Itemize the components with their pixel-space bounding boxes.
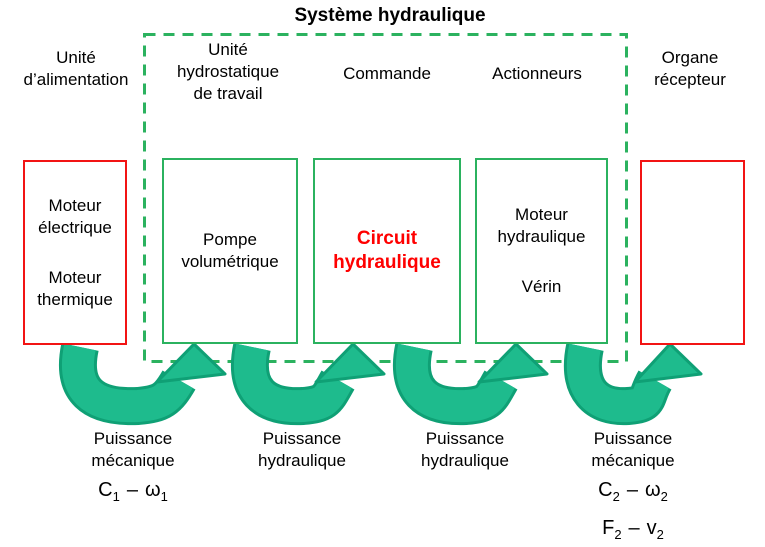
formula-symbol: C (598, 479, 613, 501)
power-label-hydraulique-2: Puissance hydraulique (385, 428, 545, 472)
column-label-commande: Commande (343, 64, 431, 83)
formula-subscript: 2 (612, 489, 620, 504)
formula-symbol: ω (144, 479, 161, 501)
power-label-text: Puissance mécanique (591, 429, 675, 470)
power-formula: F2–v2 (553, 515, 713, 547)
power-flow-arrow-3 (393, 342, 549, 426)
formula-subscript: 2 (656, 527, 664, 542)
formula-subscript: 1 (112, 489, 120, 504)
power-formula: C2–ω2 (553, 477, 713, 510)
diagram-title: Système hydraulique (294, 5, 486, 26)
power-label-mecanique-1: Puissance mécanique C1–ω1 (53, 428, 213, 510)
column-label-unite-alimentation: Unité d’alimentation (23, 48, 129, 89)
formula-separator: – (626, 479, 638, 501)
box-text: Vérin (521, 277, 562, 296)
power-label-text: Puissance mécanique (91, 429, 175, 470)
power-flow-arrow-4 (563, 342, 703, 426)
formula-subscript: 2 (660, 489, 668, 504)
column-label-unite-hydrostatique: Unité hydrostatique de travail (176, 40, 280, 103)
box-organe-recepteur (640, 160, 745, 345)
column-label-organe-recepteur: Organe récepteur (654, 48, 726, 89)
box-text-emphasis: Circuit hydraulique (333, 228, 441, 273)
power-flow-arrow-1 (59, 342, 227, 426)
power-label-hydraulique-1: Puissance hydraulique (222, 428, 382, 472)
formula-subscript: 2 (614, 527, 622, 542)
box-circuit-hydraulique: Circuit hydraulique (313, 158, 461, 344)
power-flow-arrow-2 (231, 342, 386, 426)
formula-separator: – (628, 517, 640, 539)
box-unite-alimentation: Moteur électrique Moteur thermique (23, 160, 127, 345)
formula-symbol: v (646, 517, 657, 539)
power-label-text: Puissance hydraulique (421, 429, 509, 470)
box-text: Moteur thermique (37, 267, 113, 309)
column-label-actionneurs: Actionneurs (492, 64, 582, 83)
system-boundary-dashed-box (143, 33, 628, 363)
power-label-text: Puissance hydraulique (258, 429, 346, 470)
box-pompe-volumetrique: Pompe volumétrique (162, 158, 298, 344)
formula-subscript: 1 (160, 489, 168, 504)
formula-symbol: C (98, 479, 113, 501)
power-label-mecanique-2: Puissance mécanique C2–ω2 F2–v2 (553, 428, 713, 547)
box-text: Pompe volumétrique (181, 230, 279, 271)
formula-symbol: ω (644, 479, 661, 501)
box-text: Moteur électrique (38, 195, 112, 237)
formula-separator: – (126, 479, 138, 501)
box-text: Moteur hydraulique (497, 205, 586, 246)
box-actionneurs: Moteur hydraulique Vérin (475, 158, 608, 344)
formula-symbol: F (602, 517, 615, 539)
power-formula: C1–ω1 (53, 477, 213, 510)
